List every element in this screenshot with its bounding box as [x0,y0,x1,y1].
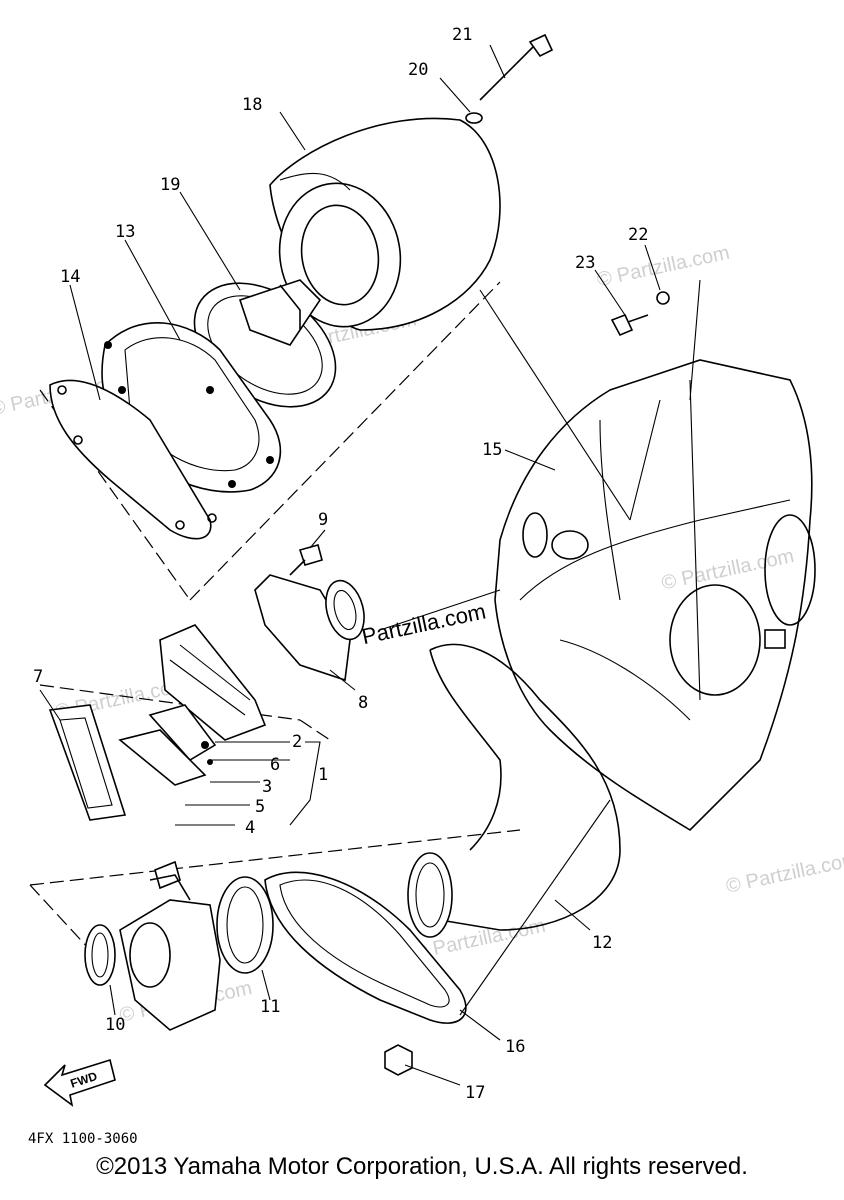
copyright-text: ©2013 Yamaha Motor Corporation, U.S.A. A… [96,1153,748,1180]
callout-23: 23 [575,253,595,273]
fwd-arrow: FWD [43,1058,116,1107]
carburetor [119,874,221,1031]
callout-16: 16 [505,1037,525,1057]
manifold [254,574,365,682]
callout-21: 21 [452,25,472,45]
callout-11: 11 [260,997,280,1017]
callout-6: 6 [270,755,280,775]
callout-20: 20 [408,60,428,80]
callout-12: 12 [592,933,612,953]
callout-4: 4 [245,818,255,838]
bolt-9 [289,544,323,576]
bolt-23 [610,291,670,337]
clamp-10 [84,924,116,986]
clamp-11 [216,876,274,974]
leader-lines [39,44,701,1086]
callout-3: 3 [262,777,272,797]
gasket-14 [49,379,217,540]
callout-18: 18 [242,95,262,115]
callout-22: 22 [628,225,648,245]
callout-15: 15 [482,440,502,460]
callout-13: 13 [115,222,135,242]
intake-duct [407,643,621,938]
callout-17: 17 [465,1083,485,1103]
svg-text:© Partzilla.com: © Partzilla.com [724,848,844,898]
callout-labels: 18 19 13 14 20 21 23 22 15 9 8 7 2 6 1 3… [33,25,648,1103]
callout-8: 8 [358,693,368,713]
air-cleaner-case [494,359,816,832]
callout-14: 14 [60,267,80,287]
callout-5: 5 [255,797,265,817]
gasket-7 [48,704,127,821]
nut-17 [384,1044,413,1076]
center-watermark: Partzilla.com [360,598,488,649]
reed-valve-assembly [118,624,267,890]
callout-9: 9 [318,510,328,530]
callout-10: 10 [105,1015,125,1035]
svg-text:© Partzilla.com: © Partzilla.com [595,242,731,292]
joint-16 [264,871,467,1024]
callout-1: 1 [318,765,328,785]
callout-7: 7 [33,667,43,687]
part-number: 4FX 1100-3060 [28,1131,138,1147]
callout-19: 19 [160,175,180,195]
callout-2: 2 [292,732,302,752]
bolt-21 [465,33,554,124]
